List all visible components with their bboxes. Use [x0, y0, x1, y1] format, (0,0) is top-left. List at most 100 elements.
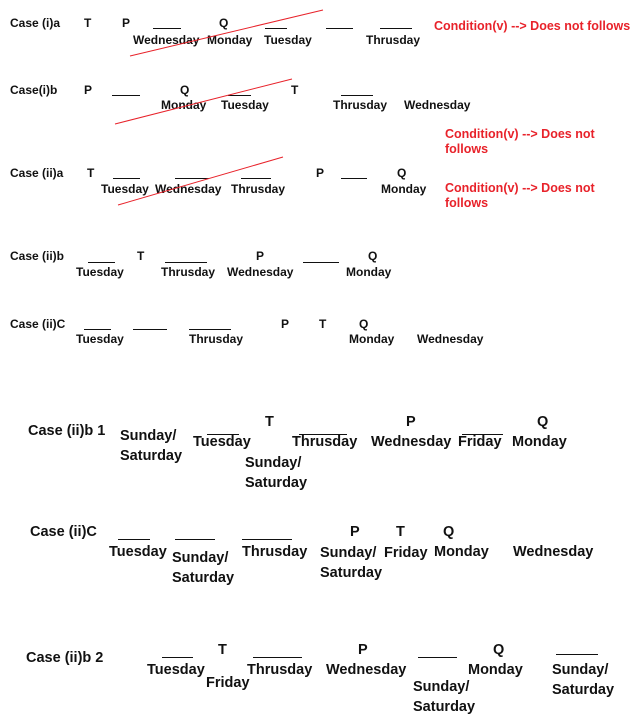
day-label: Thrusday	[366, 33, 421, 47]
person-letter: T	[218, 642, 227, 658]
day-label: Friday	[384, 545, 428, 561]
blank-slot	[175, 539, 215, 540]
day-label: Monday	[512, 434, 567, 450]
person-letter: Q	[219, 16, 229, 30]
blank-slot	[299, 434, 347, 435]
blank-slot	[207, 434, 239, 435]
case-label: Case(i)b	[10, 83, 58, 97]
day-label: Wednesday	[326, 662, 407, 678]
day-label: Thrusday	[161, 265, 216, 279]
blank-slot	[341, 95, 373, 96]
case-label: Case (ii)b 1	[28, 423, 106, 439]
person-letter: Q	[368, 249, 378, 263]
day-label: Sunday/ Saturday	[120, 428, 183, 464]
day-label: Monday	[207, 33, 253, 47]
day-label: Wednesday	[371, 434, 452, 450]
blank-slot	[153, 28, 181, 29]
person-letter: P	[281, 317, 290, 331]
person-letter: P	[406, 414, 416, 430]
person-letter: Q	[359, 317, 369, 331]
day-label: Tuesday	[221, 98, 269, 112]
blank-slot	[556, 654, 598, 655]
person-letter: T	[84, 16, 92, 30]
day-label: Wednesday	[133, 33, 200, 47]
person-letter: P	[358, 642, 368, 658]
day-label: Monday	[161, 98, 207, 112]
day-label: Thrusday	[242, 544, 308, 560]
day-label: Thrusday	[292, 434, 358, 450]
blank-slot	[112, 95, 140, 96]
person-letter: P	[350, 524, 360, 540]
blank-slot	[265, 28, 287, 29]
person-letter: T	[396, 524, 405, 540]
condition-note: Condition(v) --> Does not follows	[445, 127, 595, 156]
person-letter: T	[291, 83, 299, 97]
blank-slot	[253, 657, 302, 658]
day-label: Tuesday	[109, 544, 167, 560]
day-label: Sunday/ Saturday	[172, 550, 235, 586]
blank-slot	[113, 178, 140, 179]
day-label: Wednesday	[155, 182, 222, 196]
strike-through-line	[117, 156, 284, 206]
case-label: Case (ii)b	[10, 249, 65, 263]
day-label: Monday	[346, 265, 392, 279]
day-label: Tuesday	[76, 265, 124, 279]
day-label: Wednesday	[227, 265, 294, 279]
day-label: Thrusday	[247, 662, 313, 678]
person-letter: Q	[443, 524, 455, 540]
blank-slot	[303, 262, 339, 263]
day-label: Tuesday	[147, 662, 205, 678]
case-label: Case (ii)b 2	[26, 650, 104, 666]
blank-slot	[189, 329, 231, 330]
person-letter: P	[316, 166, 325, 180]
day-label: Monday	[468, 662, 523, 678]
blank-slot	[228, 95, 251, 96]
person-letter: T	[137, 249, 145, 263]
day-label: Friday	[206, 675, 250, 691]
person-letter: P	[122, 16, 131, 30]
day-label: Wednesday	[417, 332, 484, 346]
day-label: Tuesday	[101, 182, 149, 196]
case-label: Case (i)a	[10, 16, 61, 30]
day-label: Monday	[381, 182, 427, 196]
blank-slot	[418, 657, 457, 658]
case-label: Case (ii)C	[30, 524, 97, 540]
person-letter: T	[319, 317, 327, 331]
day-label: Sunday/ Saturday	[245, 455, 308, 491]
day-label: Thrusday	[189, 332, 244, 346]
blank-slot	[162, 657, 193, 658]
blank-slot	[462, 434, 503, 435]
person-letter: T	[265, 414, 274, 430]
case-label: Case (ii)a	[10, 166, 64, 180]
day-label: Monday	[434, 544, 489, 560]
person-letter: P	[84, 83, 93, 97]
day-label: Monday	[349, 332, 395, 346]
person-letter: P	[256, 249, 265, 263]
person-letter: Q	[397, 166, 407, 180]
blank-slot	[165, 262, 207, 263]
day-label: Sunday/ Saturday	[552, 662, 615, 698]
person-letter: Q	[180, 83, 190, 97]
blank-slot	[88, 262, 115, 263]
day-label: Thrusday	[231, 182, 286, 196]
blank-slot	[242, 539, 292, 540]
blank-slot	[84, 329, 111, 330]
day-label: Tuesday	[76, 332, 124, 346]
person-letter: Q	[493, 642, 505, 658]
day-label: Friday	[458, 434, 502, 450]
day-label: Wednesday	[404, 98, 471, 112]
blank-slot	[341, 178, 367, 179]
blank-slot	[380, 28, 412, 29]
condition-note: Condition(v) --> Does not follows	[445, 181, 595, 210]
blank-slot	[118, 539, 150, 540]
case-label: Case (ii)C	[10, 317, 66, 331]
day-label: Sunday/ Saturday	[413, 679, 476, 715]
person-letter: Q	[537, 414, 549, 430]
blank-slot	[133, 329, 167, 330]
condition-note: Condition(v) --> Does not follows	[434, 19, 631, 33]
day-label: Sunday/ Saturday	[320, 545, 383, 581]
person-letter: T	[87, 166, 95, 180]
day-label: Wednesday	[513, 544, 594, 560]
day-label: Tuesday	[264, 33, 312, 47]
